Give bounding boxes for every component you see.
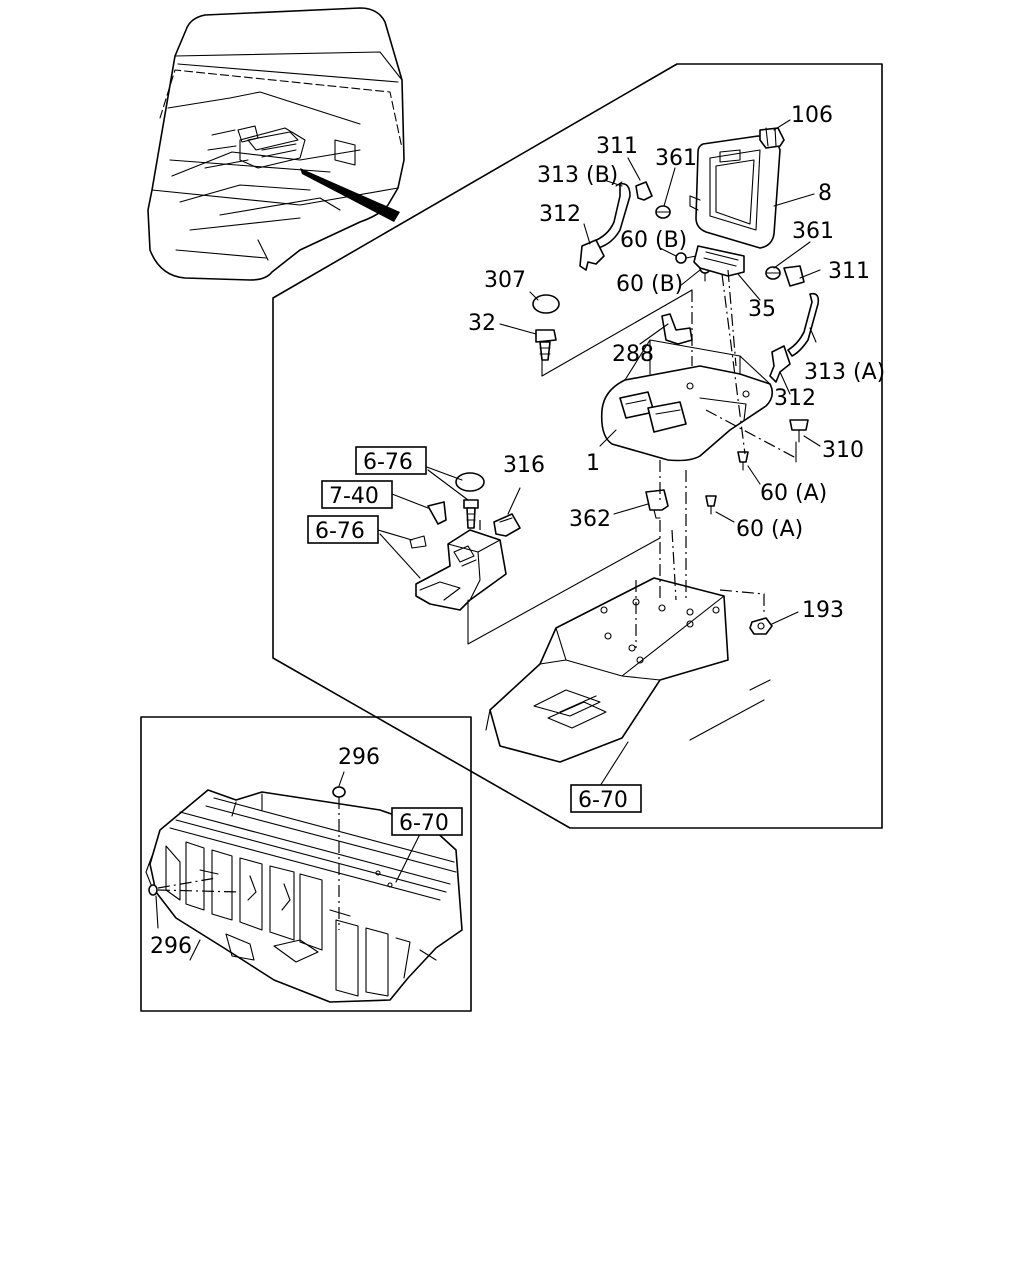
ref-7-40-bolt <box>463 499 479 529</box>
callout-32: 32 <box>468 311 496 336</box>
part-307-cap <box>532 294 560 314</box>
callout-311-lower: 311 <box>828 259 870 284</box>
callout-labels: 106 311 361 313 (B) 8 312 60 (B) 361 311… <box>150 103 885 959</box>
part-193-nut <box>749 617 773 635</box>
ref-label-6-70-main: 6-70 <box>578 788 628 813</box>
part-312-clip-lower <box>769 345 791 383</box>
callout-310: 310 <box>822 438 864 463</box>
reference-labels: 6-76 7-40 6-76 6-70 6-70 <box>307 446 642 836</box>
cab-overview-illustration <box>147 7 405 281</box>
callout-313a: 313 (A) <box>804 360 885 385</box>
ref-label-6-76-upper: 6-76 <box>363 450 413 475</box>
part-316-switch <box>493 513 521 537</box>
callout-8: 8 <box>818 181 832 206</box>
part-288-clip <box>661 313 693 345</box>
part-362-plug <box>645 489 669 511</box>
part-311-bracket-upper <box>635 181 653 201</box>
part-313a-strap <box>787 292 820 357</box>
ref-7-40-clip <box>427 501 447 525</box>
leader-lines <box>155 119 821 929</box>
part-60b-screw-1 <box>675 252 697 264</box>
callout-296-lower: 296 <box>150 934 192 959</box>
callout-361-lower: 361 <box>792 219 834 244</box>
switch-bracket-assembly <box>415 529 507 611</box>
assembly-centerlines <box>479 269 797 648</box>
callout-361-upper: 361 <box>655 146 697 171</box>
part-310-bolt <box>789 419 809 443</box>
part-60a-screw-1 <box>737 451 749 471</box>
callout-35: 35 <box>748 297 776 322</box>
callout-288: 288 <box>612 342 654 367</box>
inset-frame <box>140 716 472 1012</box>
callout-311-upper: 311 <box>596 134 638 159</box>
callout-312-upper: 312 <box>539 202 581 227</box>
part-296-plug-lower <box>148 884 158 896</box>
part-32-bolt <box>535 329 557 361</box>
callout-307: 307 <box>484 268 526 293</box>
part-106-clip <box>759 127 785 149</box>
ref-label-6-76-lower: 6-76 <box>315 519 365 544</box>
callout-312-lower: 312 <box>774 386 816 411</box>
part-60a-screw-2 <box>705 495 717 515</box>
callout-313b: 313 (B) <box>537 163 618 188</box>
part-313b-strap <box>591 182 631 249</box>
callout-60a-1: 60 (A) <box>760 481 827 506</box>
callout-1: 1 <box>586 451 600 476</box>
floor-console-6-70 <box>485 577 771 763</box>
main-frame-outline <box>272 63 883 829</box>
callout-60b-1: 60 (B) <box>620 228 687 253</box>
ref-label-7-40: 7-40 <box>329 484 379 509</box>
callout-193: 193 <box>802 598 844 623</box>
part-311-bracket-lower <box>783 265 805 287</box>
callout-296-upper: 296 <box>338 745 380 770</box>
part-8-frame-panel <box>689 135 781 249</box>
callout-60b-2: 60 (B) <box>616 272 683 297</box>
callout-316: 316 <box>503 453 545 478</box>
part-296-plug-upper <box>332 786 346 798</box>
part-1-overhead-console <box>600 339 774 462</box>
callout-362: 362 <box>569 507 611 532</box>
callout-106: 106 <box>791 103 833 128</box>
inset-dashboard-panel <box>145 789 463 1003</box>
ref-label-6-70-inset: 6-70 <box>399 811 449 836</box>
callout-60a-2: 60 (A) <box>736 517 803 542</box>
part-312-clip-upper <box>579 239 605 271</box>
ref-6-76-cap <box>455 472 485 492</box>
